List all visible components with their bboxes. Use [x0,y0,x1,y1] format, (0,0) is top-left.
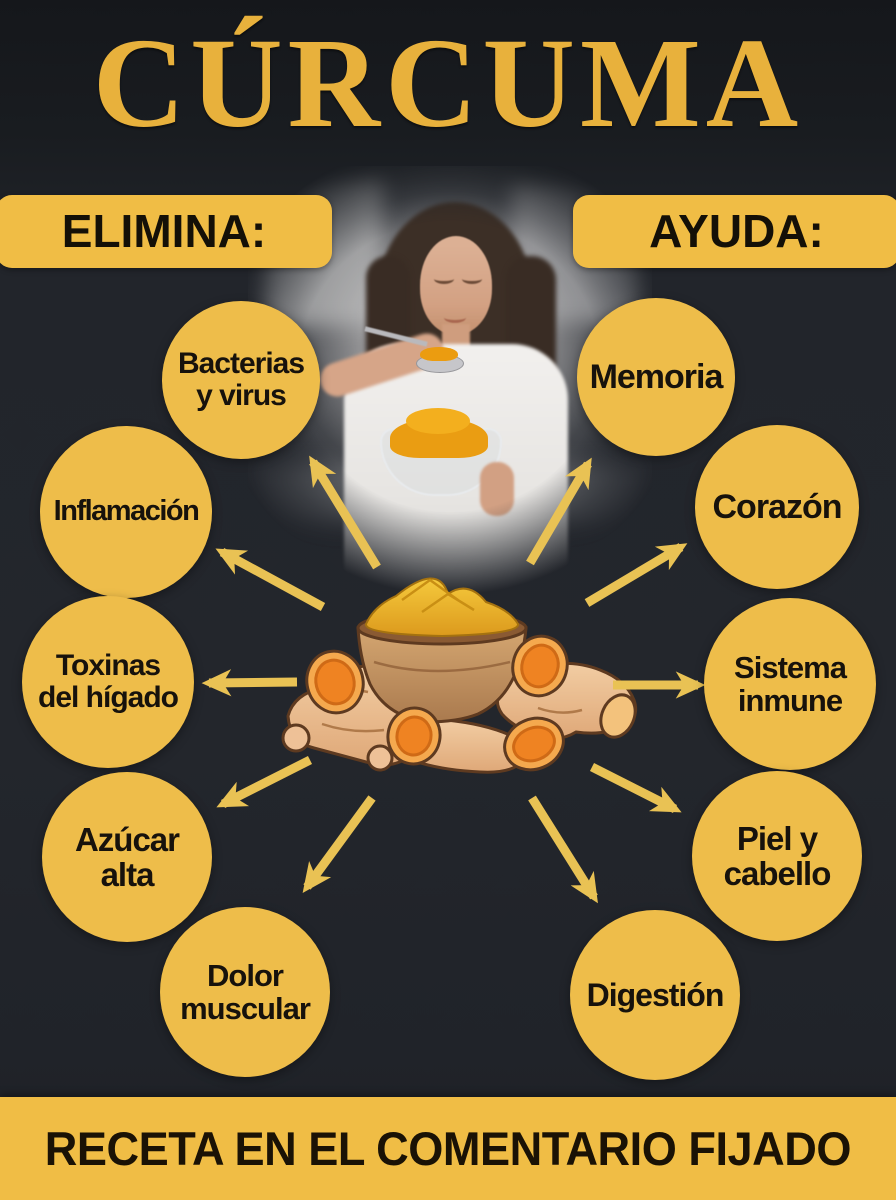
arrow-to-toxinas [201,669,298,697]
arrow-to-dolor [302,795,376,893]
footer-text: RECETA EN EL COMENTARIO FIJADO [44,1122,852,1175]
woman-closed-eye-left [434,274,454,284]
circle-bacterias-y-virus: Bacterias y virus [162,301,320,459]
poster-title: CÚRCUMA [92,12,804,154]
arrow-to-piel [589,762,682,814]
arrow-to-azucar [216,755,313,809]
circle-corazon: Corazón [695,425,859,589]
arrow-to-digestion [528,795,598,904]
circle-piel-y-cabello: Piel y cabello [692,771,862,941]
arrow-to-inflamacion [215,548,326,611]
circle-label: muscular [180,991,311,1026]
circle-label: Dolor [207,957,284,993]
turmeric-mound-glass [406,408,470,434]
arrow-to-bacterias [309,455,381,570]
circle-label: alta [100,856,155,893]
circle-digestion: Digestión [570,910,740,1080]
turmeric-slice [386,706,442,766]
arrow-to-corazon [584,543,688,607]
circle-inflamacion: Inflamación [40,426,212,598]
woman-closed-eye-right [462,274,482,284]
circle-label: Digestión [586,976,725,1013]
circle-label: y virus [196,379,287,412]
circle-label: Inflamación [53,495,200,528]
circle-label: Memoria [589,357,724,396]
circle-label: Toxinas [55,648,161,682]
circle-toxinas-del-higado: Toxinas del hígado [22,596,194,768]
turmeric-bowl [356,577,528,724]
arrow-to-memoria [526,457,592,566]
turmeric-slice [511,634,569,698]
turmeric-on-spoon [420,347,458,361]
woman-hand [480,462,514,516]
circle-sistema-inmune: Sistema inmune [704,598,876,770]
circle-memoria: Memoria [577,298,735,456]
circle-label: Azúcar [74,820,180,858]
banner-ayuda: AYUDA: [573,195,896,268]
footer-banner: RECETA EN EL COMENTARIO FIJADO [0,1097,896,1200]
circle-label: del hígado [38,681,179,714]
turmeric-slice [503,716,565,772]
turmeric-illustration [281,577,638,774]
circle-label: Bacterias [177,346,305,380]
circle-azucar-alta: Azúcar alta [42,772,212,942]
circle-dolor-muscular: Dolor muscular [160,907,330,1077]
woman-smile [444,312,466,323]
circle-label: inmune [737,683,843,718]
turmeric-slice [305,649,365,715]
circle-label: cabello [723,855,832,892]
banner-elimina: ELIMINA: [0,195,332,268]
circle-label: Corazón [712,487,843,526]
circle-label: Piel y [736,819,818,857]
circle-label: Sistema [734,649,847,685]
